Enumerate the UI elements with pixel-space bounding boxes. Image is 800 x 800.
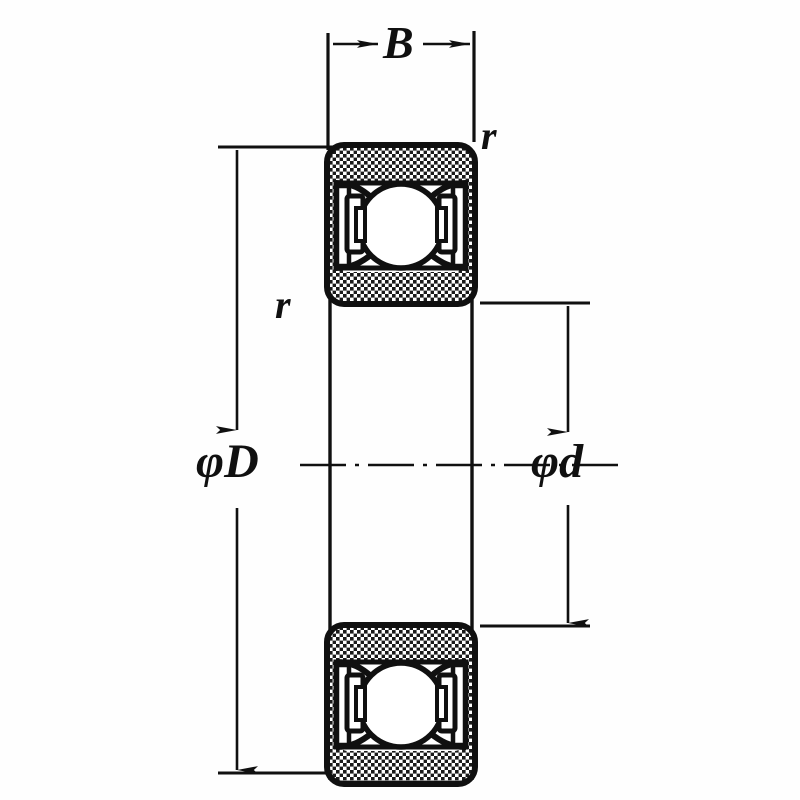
lower-ball [356, 660, 446, 750]
fillet-radius-label-top: r [481, 113, 497, 158]
upper-ball [356, 181, 446, 271]
upper-ring-outline [324, 142, 478, 307]
width-dimension-group [326, 31, 476, 150]
fillet-radius-label-left: r [275, 282, 291, 327]
upper-seal-left [334, 183, 367, 269]
lower-bearing-assembly [324, 622, 478, 787]
bore-diameter-dimension-group [480, 301, 590, 628]
upper-seal-right-inner-rib [435, 206, 448, 243]
lower-seal-left [334, 662, 367, 748]
bore-diameter-label: φd [531, 435, 584, 488]
lower-ring-outline [324, 622, 478, 787]
upper-seal-left-inner-rib [354, 206, 367, 243]
lower-seal-right [435, 662, 468, 748]
width-dimension-label: B [383, 17, 414, 68]
lower-seal-right-inner-rib [435, 685, 448, 722]
outer-diameter-label: φD [196, 435, 259, 488]
outer-diameter-dimension-group [216, 145, 342, 775]
upper-seal-right [435, 183, 468, 269]
lower-seal-left-inner-rib [354, 685, 367, 722]
upper-bearing-assembly [324, 142, 478, 307]
